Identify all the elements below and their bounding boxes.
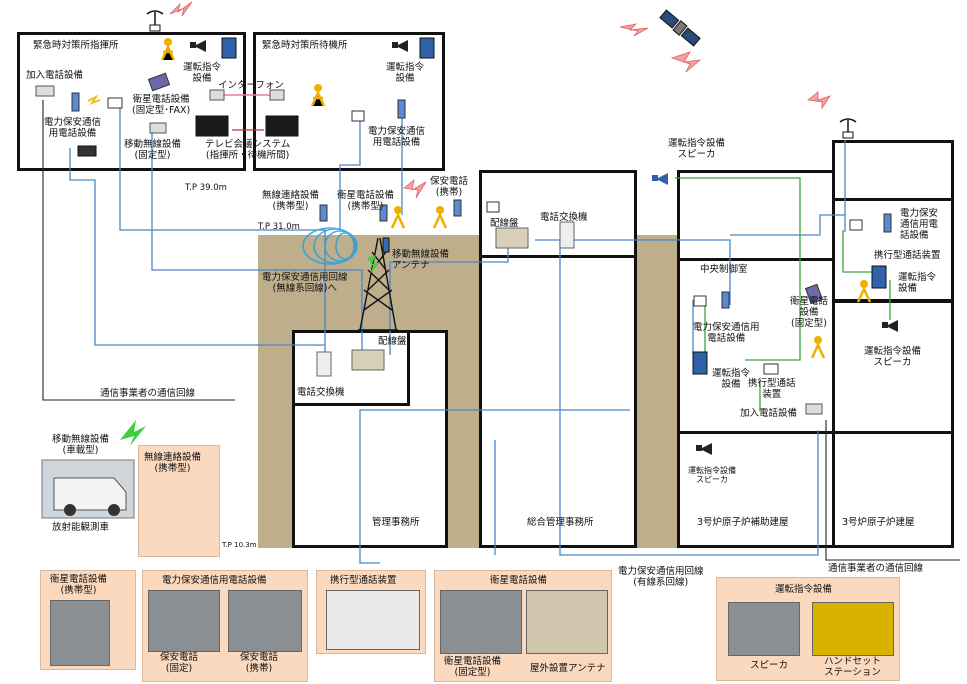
satellite-icon <box>659 9 701 47</box>
label-operation-command-cp: 運転指令 設備 <box>183 62 222 84</box>
handset-station-photo <box>812 602 894 656</box>
standby-room <box>253 32 445 171</box>
panel-radio-handheld-title: 無線連絡設備 (携帯型) <box>144 452 202 474</box>
terrain-gap <box>636 235 678 548</box>
label-mobile-radio-antenna: 移動無線設備 アンテナ <box>392 249 450 271</box>
power-phone-portable-photo <box>228 590 302 652</box>
label-mobile-radio-vehicle: 移動無線設備 (車載型) <box>52 434 110 456</box>
label-operation-command-cc: 運転指令 設備 <box>712 368 751 390</box>
portable-call-photo <box>326 590 420 650</box>
label-speaker-r3: 運転指令設備 スピーカ <box>864 346 922 368</box>
label-operation-command-r3: 運転指令 設備 <box>898 272 937 294</box>
panel-sat-phone-cap2: 屋外設置アンテナ <box>530 663 606 674</box>
label-phone-exchange-1: 電話交換機 <box>297 387 345 398</box>
panel-power-phone-title: 電力保安通信用電話設備 <box>162 575 267 586</box>
label-tv-conf: テレビ会議システム (指揮所・待機所間) <box>205 139 291 161</box>
sat-phone-fixed-photo <box>440 590 522 654</box>
label-carrier-line-right: 通信事業者の通信回線 <box>828 563 924 574</box>
panel-sat-phone-cap1: 衛星電話設備 (固定型) <box>444 656 502 678</box>
label-power-phone-r3: 電力保安 通信用電 話設備 <box>900 208 939 241</box>
sat-phone-portable-photo <box>50 600 110 666</box>
general-admin-office-inner <box>479 170 637 258</box>
general-admin-office-title: 総合管理事務所 <box>527 517 594 528</box>
label-power-phone-cp: 電力保安通信 用電話設備 <box>44 117 102 139</box>
admin-office-title: 管理事務所 <box>372 517 420 528</box>
label-safety-phone-portable: 保安電話 (携帯) <box>430 176 469 198</box>
label-tp31: T.P 31.0m <box>258 222 300 232</box>
label-speaker-top: 運転指令設備 スピーカ <box>668 138 726 160</box>
label-distribution-board-1: 配線盤 <box>378 336 407 347</box>
label-carrier-line-left: 通信事業者の通信回線 <box>100 388 196 399</box>
standby-room-title: 緊急時対策所待機所 <box>262 40 348 51</box>
label-subscriber-phone-cc: 加入電話設備 <box>740 408 798 419</box>
label-interphone: インターフォン <box>218 80 284 91</box>
label-portable-call-r3: 携行型通話装置 <box>874 250 941 261</box>
label-tp10: T.P 10.3m <box>222 541 257 549</box>
reactor-building-equipment-icons <box>849 213 898 332</box>
label-operation-command-sb: 運転指令 設備 <box>386 62 425 84</box>
label-mobile-radio-fixed: 移動無線設備 (固定型) <box>124 139 182 161</box>
power-phone-fixed-photo <box>148 590 220 652</box>
panel-power-phone-cap2: 保安電話 (携帯) <box>240 652 279 674</box>
label-radio-handheld-top: 無線連絡設備 (携帯型) <box>262 190 320 212</box>
hill-equipment-icons <box>316 199 462 377</box>
panel-sat-phone-portable-title: 衛星電話設備 (携帯型) <box>50 574 108 596</box>
command-post-room <box>17 32 246 171</box>
reactor-mid-room <box>832 300 954 434</box>
label-sat-phone-portable-top: 衛星電話設備 (携帯型) <box>337 190 395 212</box>
label-power-line-radio: 電力保安通信用回線 (無線系回線)へ <box>262 272 348 294</box>
label-power-phone-cc: 電力保安通信用 電話設備 <box>693 322 760 344</box>
panel-portable-call-title: 携行型通話装置 <box>330 575 397 586</box>
command-post-equipment-icons <box>35 37 237 157</box>
radiation-vehicle-icon <box>41 459 135 519</box>
label-power-line-wired: 電力保安通信用回線 (有線系回線) <box>618 566 704 588</box>
panel-operation-command-cap2: ハンドセット ステーション <box>824 656 882 678</box>
panel-radio-handheld <box>138 445 220 557</box>
label-distribution-board-2: 配線盤 <box>490 218 519 229</box>
aux-building-equipment-icons <box>652 173 826 455</box>
label-tp39: T.P 39.0m <box>185 183 227 193</box>
command-post-title: 緊急時対策所指揮所 <box>33 40 119 51</box>
admin-office-inner <box>292 330 410 406</box>
unit3-aux-building-title: 3号炉原子炉補助建屋 <box>697 517 789 528</box>
central-control-title: 中央制御室 <box>700 264 748 275</box>
label-sat-phone-fixed-cc: 衛星電話 設備 (固定型) <box>790 296 829 329</box>
standby-room-equipment-icons <box>265 37 435 137</box>
unit3-reactor-building-title: 3号炉原子炉建屋 <box>842 517 915 528</box>
label-radiation-vehicle: 放射能観測車 <box>52 522 110 533</box>
label-phone-exchange-2: 電話交換機 <box>540 212 588 223</box>
label-subscriber-phone-cp: 加入電話設備 <box>26 70 84 81</box>
radio-tower-icon <box>358 237 398 331</box>
panel-sat-phone-title: 衛星電話設備 <box>490 575 548 586</box>
label-power-phone-sb: 電力保安通信 用電話設備 <box>368 126 426 148</box>
panel-operation-command-title: 運転指令設備 <box>775 584 833 595</box>
panel-operation-command-cap1: スピーカ <box>750 660 789 671</box>
speaker-photo <box>728 602 800 656</box>
general-office-equipment-icons <box>486 201 575 249</box>
label-speaker-aux: 運転指令設備 スピーカ <box>688 466 736 484</box>
label-sat-phone-fixed-fax: 衛星電話設備 (固定型･FAX) <box>132 94 191 116</box>
panel-power-phone-cap1: 保安電話 (固定) <box>160 652 199 674</box>
sat-outdoor-antenna-photo <box>526 590 608 654</box>
label-portable-call-cc: 携行型通話 装置 <box>748 378 796 400</box>
